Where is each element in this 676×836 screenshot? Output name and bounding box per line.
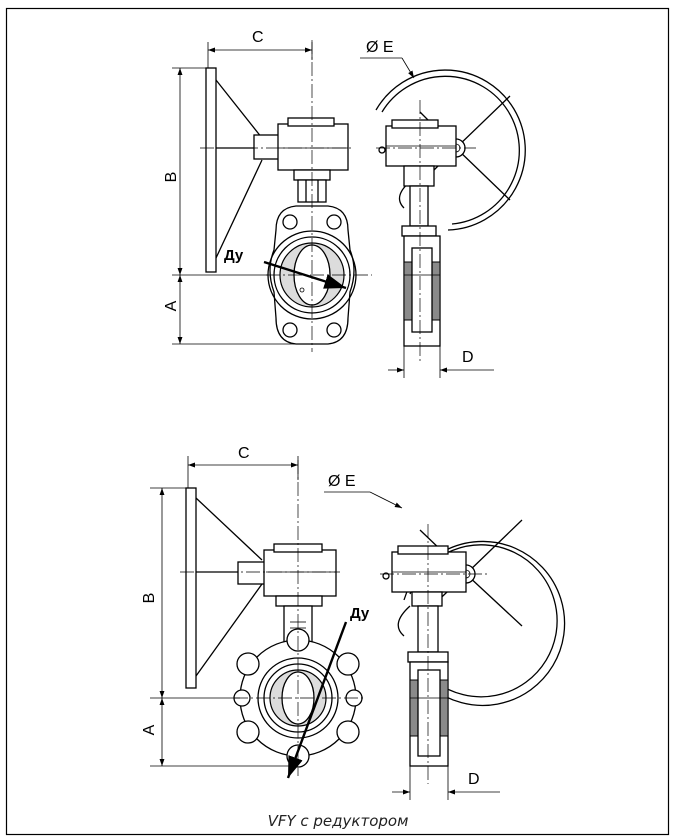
top-valve-body-side xyxy=(401,100,441,362)
top-gearbox-side xyxy=(376,119,476,167)
drawing-border xyxy=(5,7,670,836)
top-dim-c-label: C xyxy=(252,29,264,46)
top-handwheel-front xyxy=(205,67,263,273)
bottom-dim-e-label: Ø E xyxy=(328,473,356,490)
bottom-dimensions xyxy=(150,456,500,800)
bottom-dim-a-label: A xyxy=(141,724,158,735)
top-dim-a-label: A xyxy=(163,300,180,311)
top-dn-label: Ду xyxy=(224,247,244,264)
bottom-dim-d-label: D xyxy=(468,771,480,788)
top-dimensions xyxy=(172,42,494,378)
bottom-valve-assembly: C Ø E B A D Ду xyxy=(141,445,566,800)
bottom-valve-body-front xyxy=(233,460,366,779)
top-gearbox-front xyxy=(200,117,352,171)
top-valve-body-front xyxy=(263,40,372,352)
bottom-dim-c-label: C xyxy=(238,445,250,462)
bottom-dim-b-label: B xyxy=(141,593,158,604)
drawing-caption: VFY с редуктором xyxy=(267,812,409,830)
top-dim-e-label: Ø E xyxy=(366,39,394,56)
top-dim-b-label: B xyxy=(163,172,180,183)
top-dim-d-label: D xyxy=(462,349,474,366)
bottom-gearbox-front xyxy=(180,543,340,597)
top-valve-assembly: C Ø E B A D Ду xyxy=(163,29,526,378)
bottom-dn-label: Ду xyxy=(350,605,370,622)
bottom-valve-body-side xyxy=(407,524,449,784)
bottom-gearbox-side xyxy=(380,545,488,593)
